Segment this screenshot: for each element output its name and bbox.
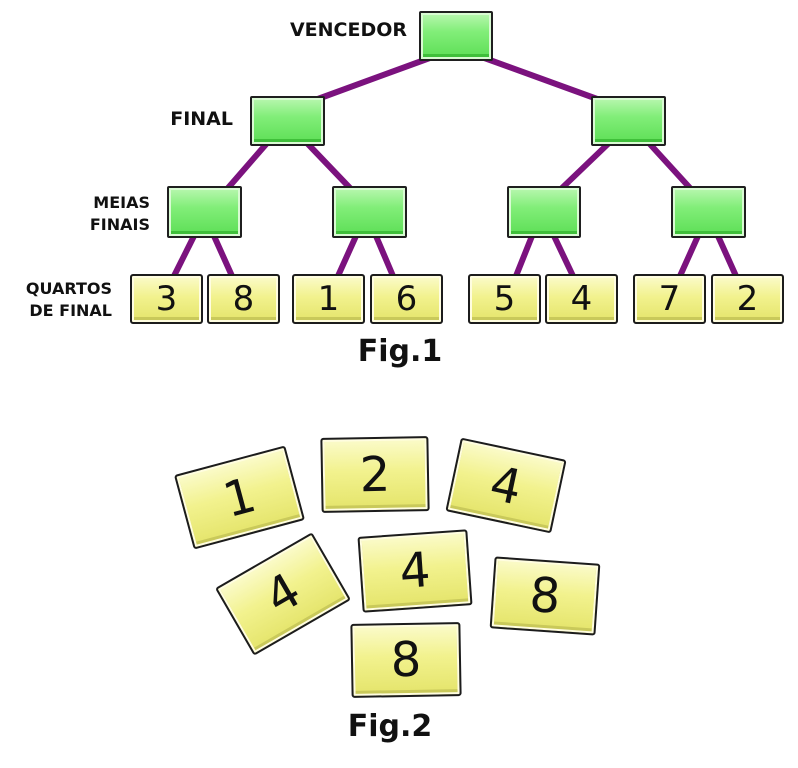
label-semifinals-line2: FINAIS	[89, 215, 150, 234]
node-final-left	[250, 96, 325, 146]
connector-line	[225, 139, 271, 191]
label-winner: VENCEDOR	[289, 19, 407, 41]
connector-line	[171, 233, 197, 279]
connector-line	[473, 52, 603, 103]
connector-line	[559, 139, 613, 191]
connector-line	[677, 233, 701, 279]
label-quarterfinals-line2: DE FINAL	[29, 301, 112, 320]
connector-line	[312, 52, 441, 103]
connector-line	[373, 233, 396, 279]
scattered-card: 8	[489, 556, 601, 636]
connector-line	[715, 233, 739, 279]
scattered-card: 2	[320, 436, 430, 513]
node-semifinal-1	[167, 186, 242, 238]
connector-line	[645, 139, 693, 191]
label-semifinals-line1: MEIAS	[93, 193, 150, 212]
quarterfinal-card: 8	[207, 274, 280, 324]
scattered-card: 4	[357, 529, 473, 613]
connector-line	[551, 233, 576, 279]
quarterfinal-card: 6	[370, 274, 443, 324]
node-semifinal-4	[671, 186, 746, 238]
node-semifinal-3	[507, 186, 581, 238]
figure-2-caption: Fig.2	[347, 709, 433, 744]
connector-line	[335, 233, 359, 279]
node-winner	[419, 11, 493, 61]
quarterfinal-card: 1	[292, 274, 365, 324]
label-final: FINAL	[170, 108, 233, 130]
scattered-card: 8	[350, 622, 462, 698]
figure-1-caption: Fig.1	[357, 334, 443, 369]
quarterfinal-card: 4	[545, 274, 618, 324]
connector-line	[513, 233, 535, 279]
connector-line	[303, 139, 353, 191]
label-quarterfinals-line1: QUARTOS	[25, 279, 112, 298]
connector-line	[211, 233, 235, 279]
quarterfinal-card: 5	[468, 274, 541, 324]
node-final-right	[591, 96, 666, 146]
quarterfinal-card: 2	[711, 274, 784, 324]
node-semifinal-2	[332, 186, 407, 238]
quarterfinal-card: 3	[130, 274, 203, 324]
quarterfinal-card: 7	[633, 274, 706, 324]
